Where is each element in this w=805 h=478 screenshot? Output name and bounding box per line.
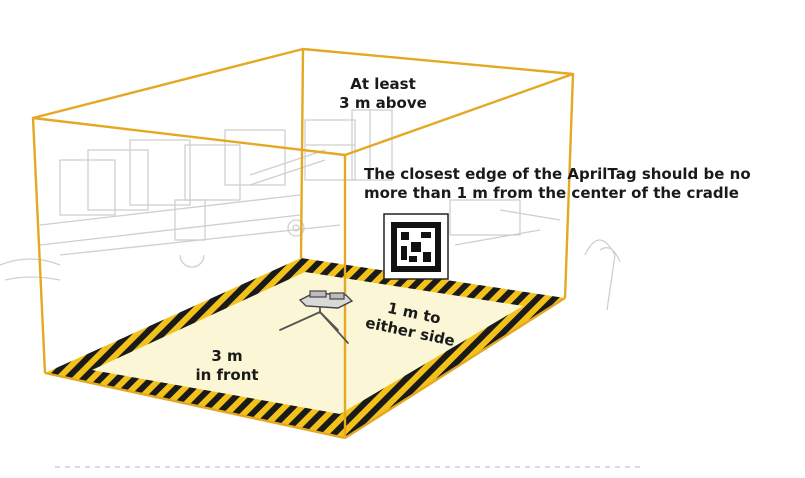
workspace-volume-box xyxy=(31,47,575,440)
label-line: in front xyxy=(195,366,259,384)
label-line: 3 m above xyxy=(339,94,427,112)
floor-area xyxy=(92,272,523,414)
label-height-above: At least 3 m above xyxy=(318,75,448,113)
label-apriltag-distance: The closest edge of the AprilTag should … xyxy=(364,165,784,203)
label-line: At least xyxy=(350,75,416,93)
label-line: The closest edge of the AprilTag should … xyxy=(364,165,751,183)
apriltag-marker-icon xyxy=(383,213,449,280)
label-distance-front: 3 m in front xyxy=(172,347,282,385)
cradle-tripod-icon xyxy=(279,290,354,344)
label-line: 3 m xyxy=(211,347,243,365)
background-warehouse-sketch xyxy=(0,109,621,311)
label-line: more than 1 m from the center of the cra… xyxy=(364,184,739,202)
